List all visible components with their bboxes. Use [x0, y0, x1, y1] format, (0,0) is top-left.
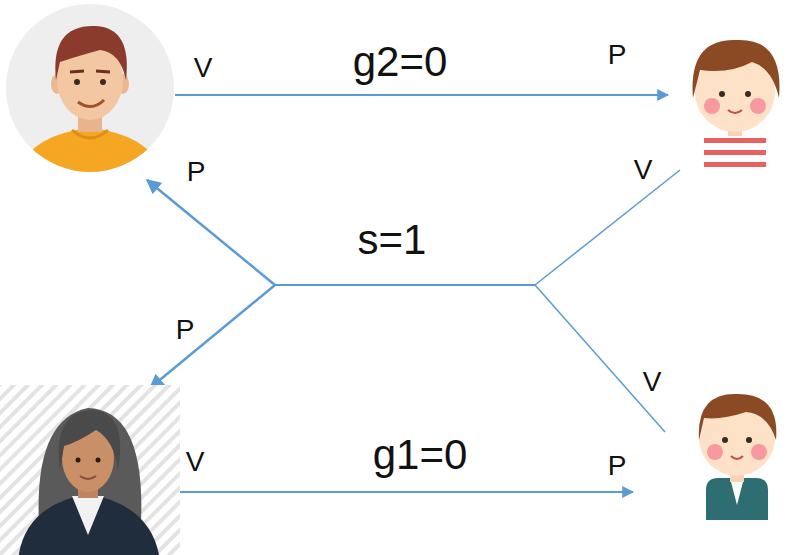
link-line: [535, 170, 680, 285]
link-line: [275, 284, 535, 286]
value-label: s=1: [358, 219, 427, 261]
arrows: [147, 95, 680, 492]
girl-child-avatar: [693, 40, 780, 174]
value-label: g2=0: [353, 41, 448, 83]
flow-label: V: [194, 54, 213, 82]
arrow-line: [147, 180, 275, 285]
arrow-line: [175, 491, 633, 493]
link-line: [535, 285, 665, 432]
flow-label: P: [176, 316, 195, 344]
flow-label: P: [608, 452, 627, 480]
man-avatar: [6, 4, 174, 180]
arrow-line: [150, 285, 275, 388]
woman-avatar: [0, 385, 180, 555]
boy-child-avatar: [699, 394, 777, 520]
flow-label: P: [608, 41, 627, 69]
flow-label: V: [643, 368, 662, 396]
arrow-line: [175, 94, 668, 96]
flow-label: P: [187, 158, 206, 186]
flow-label: V: [186, 448, 205, 476]
value-label: g1=0: [373, 434, 468, 476]
flow-label: V: [634, 156, 653, 184]
